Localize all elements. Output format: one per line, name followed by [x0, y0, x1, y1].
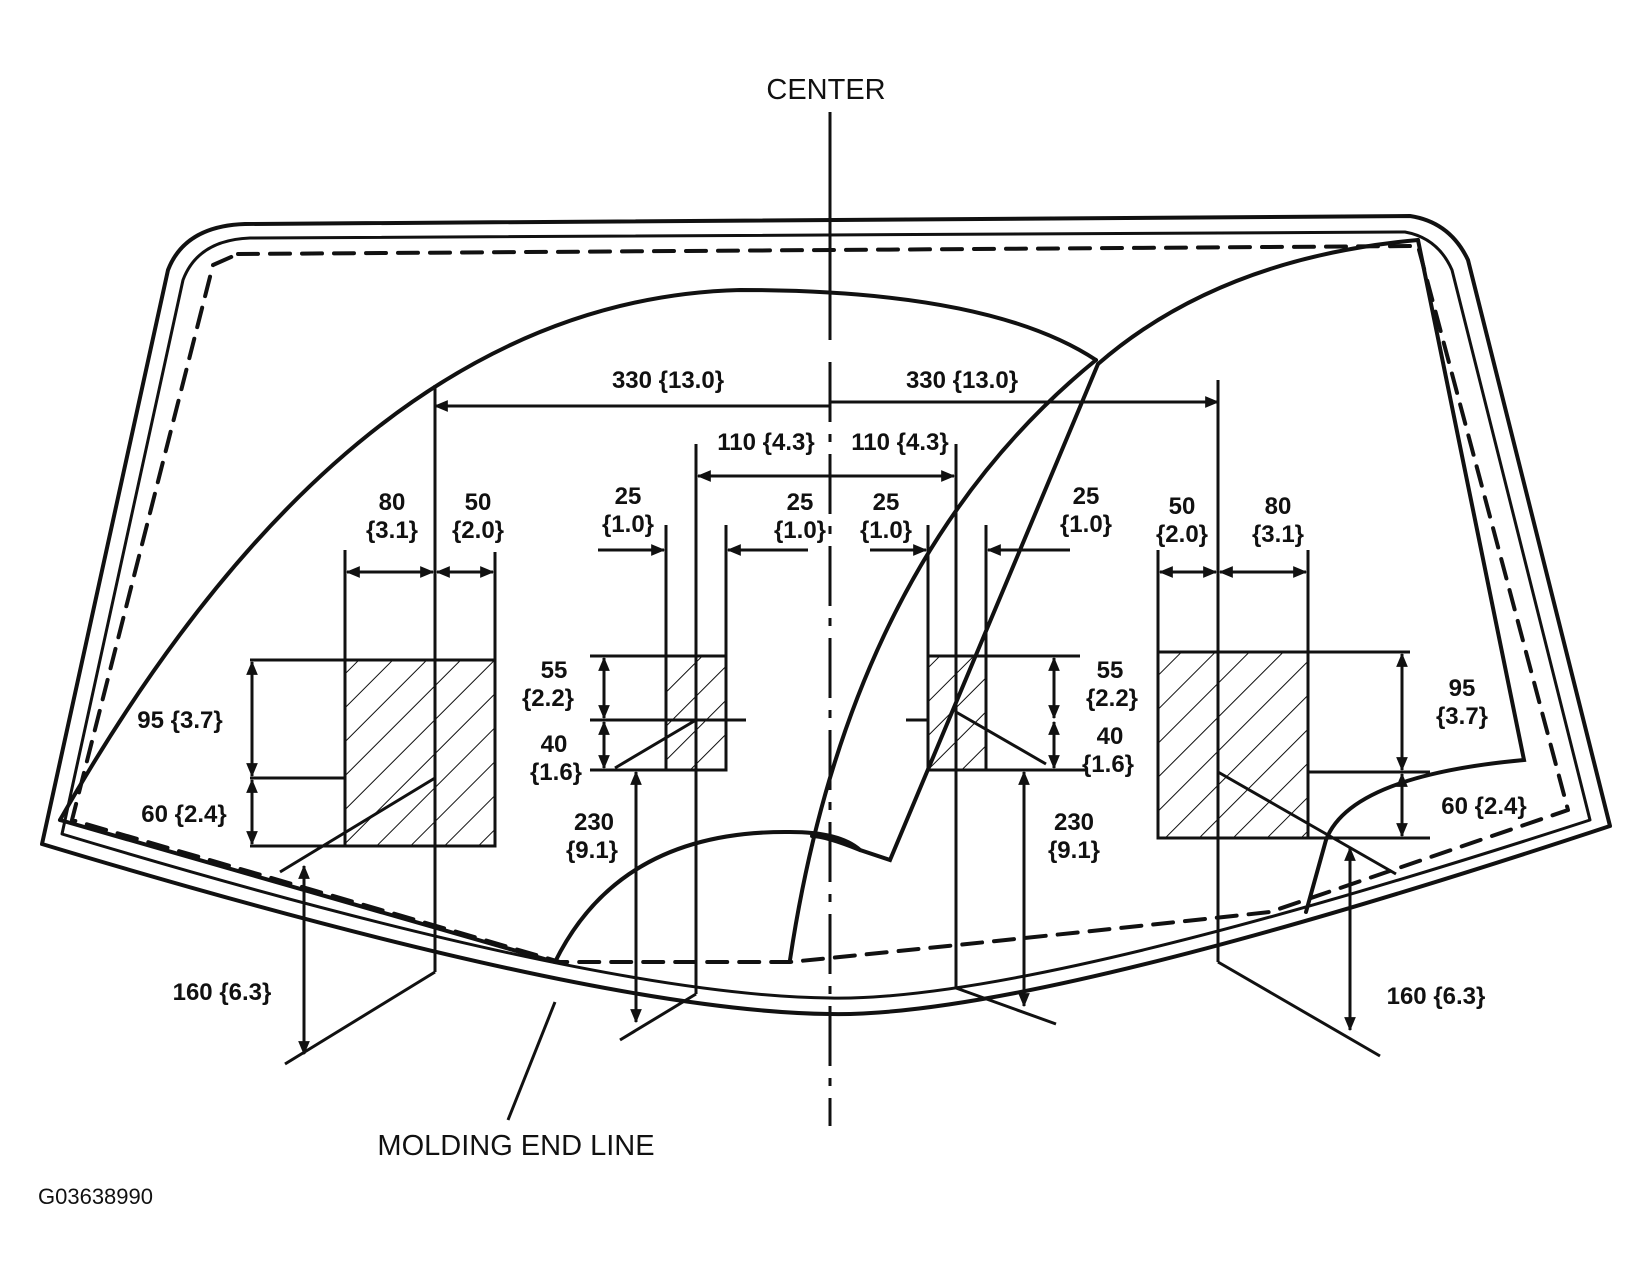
dim-right-height-lower: 60 {2.4}	[1441, 793, 1526, 820]
molding-end-line-leader	[506, 1001, 557, 1121]
wiper-pattern-inner	[788, 358, 1098, 962]
center-label: CENTER	[766, 74, 885, 106]
dim-lc-height-upper-mm: 55	[541, 657, 568, 684]
dimension-arrows	[246, 396, 1408, 1056]
wiper-sweep-curves	[58, 238, 1527, 964]
dim-rc-offset-in: {9.1}	[1048, 837, 1100, 864]
figure-id-label: G03638990	[38, 1184, 153, 1209]
dim-lc-height-upper-in: {2.2}	[522, 685, 574, 712]
windshield-glass	[40, 214, 1612, 1017]
dim-lc-width-b-mm: 25	[787, 489, 814, 516]
dim-rc-offset-mm: 230	[1054, 809, 1094, 836]
left-sensor-zone	[343, 658, 497, 848]
dim-lc-height-lower-in: {1.6}	[530, 759, 582, 786]
sensor-zones	[343, 650, 1310, 848]
dim-outer-left-span: 330 {13.0}	[612, 367, 724, 394]
dim-left-offset-bottom: 160 {6.3}	[173, 979, 272, 1006]
dim-inner-left-span: 110 {4.3}	[717, 429, 814, 456]
molding-end-line-label: MOLDING END LINE	[377, 1130, 654, 1162]
dim-right-width-outer-in: {3.1}	[1252, 521, 1304, 548]
dim-rc-width-a-in: {1.0}	[860, 517, 912, 544]
ceramic-border-dashed-line	[70, 244, 1570, 964]
molding-sweep-center	[553, 829, 862, 964]
dim-left-width-inner-mm: 50	[465, 489, 492, 516]
dim-lc-width-a-mm: 25	[615, 483, 642, 510]
wiper-arc-left	[58, 287, 1098, 822]
dim-left-height-lower: 60 {2.4}	[141, 801, 226, 828]
dim-right-width-outer-mm: 80	[1265, 493, 1292, 520]
dim-rc-height-lower-in: {1.6}	[1082, 751, 1134, 778]
dim-rc-height-lower-mm: 40	[1097, 723, 1124, 750]
dim-right-height-upper-in: {3.7}	[1436, 703, 1488, 730]
dim-left-width-inner-in: {2.0}	[452, 517, 504, 544]
dim-right-offset-bottom: 160 {6.3}	[1387, 983, 1486, 1010]
right-sensor-zone	[1156, 650, 1310, 840]
dim-left-width-outer-mm: 80	[379, 489, 406, 516]
dim-right-width-inner-in: {2.0}	[1156, 521, 1208, 548]
dim-right-width-inner-mm: 50	[1169, 493, 1196, 520]
dim-lc-width-a-in: {1.0}	[602, 511, 654, 538]
dim-lc-offset-mm: 230	[574, 809, 614, 836]
dim-rc-width-b-in: {1.0}	[1060, 511, 1112, 538]
dim-lc-height-lower-mm: 40	[541, 731, 568, 758]
dim-rc-width-a-mm: 25	[873, 489, 900, 516]
dim-right-height-upper-mm: 95	[1449, 675, 1476, 702]
dim-lc-width-b-in: {1.0}	[774, 517, 826, 544]
dim-rc-height-upper-mm: 55	[1097, 657, 1124, 684]
wiper-pattern-outer	[1304, 238, 1527, 914]
dim-rc-width-b-mm: 25	[1073, 483, 1100, 510]
wiper-arc-right	[1096, 238, 1420, 366]
dim-lc-offset-in: {9.1}	[566, 837, 618, 864]
dim-inner-right-span: 110 {4.3}	[851, 429, 948, 456]
text-labels: CENTER MOLDING END LINE G03638990 330 {1…	[38, 74, 1527, 1209]
dim-outer-right-span: 330 {13.0}	[906, 367, 1018, 394]
extension-lines	[250, 380, 1430, 1066]
dim-left-height-upper: 95 {3.7}	[137, 707, 222, 734]
dim-rc-height-upper-in: {2.2}	[1086, 685, 1138, 712]
dim-left-width-outer-in: {3.1}	[366, 517, 418, 544]
windshield-inner-edge	[60, 230, 1592, 1000]
